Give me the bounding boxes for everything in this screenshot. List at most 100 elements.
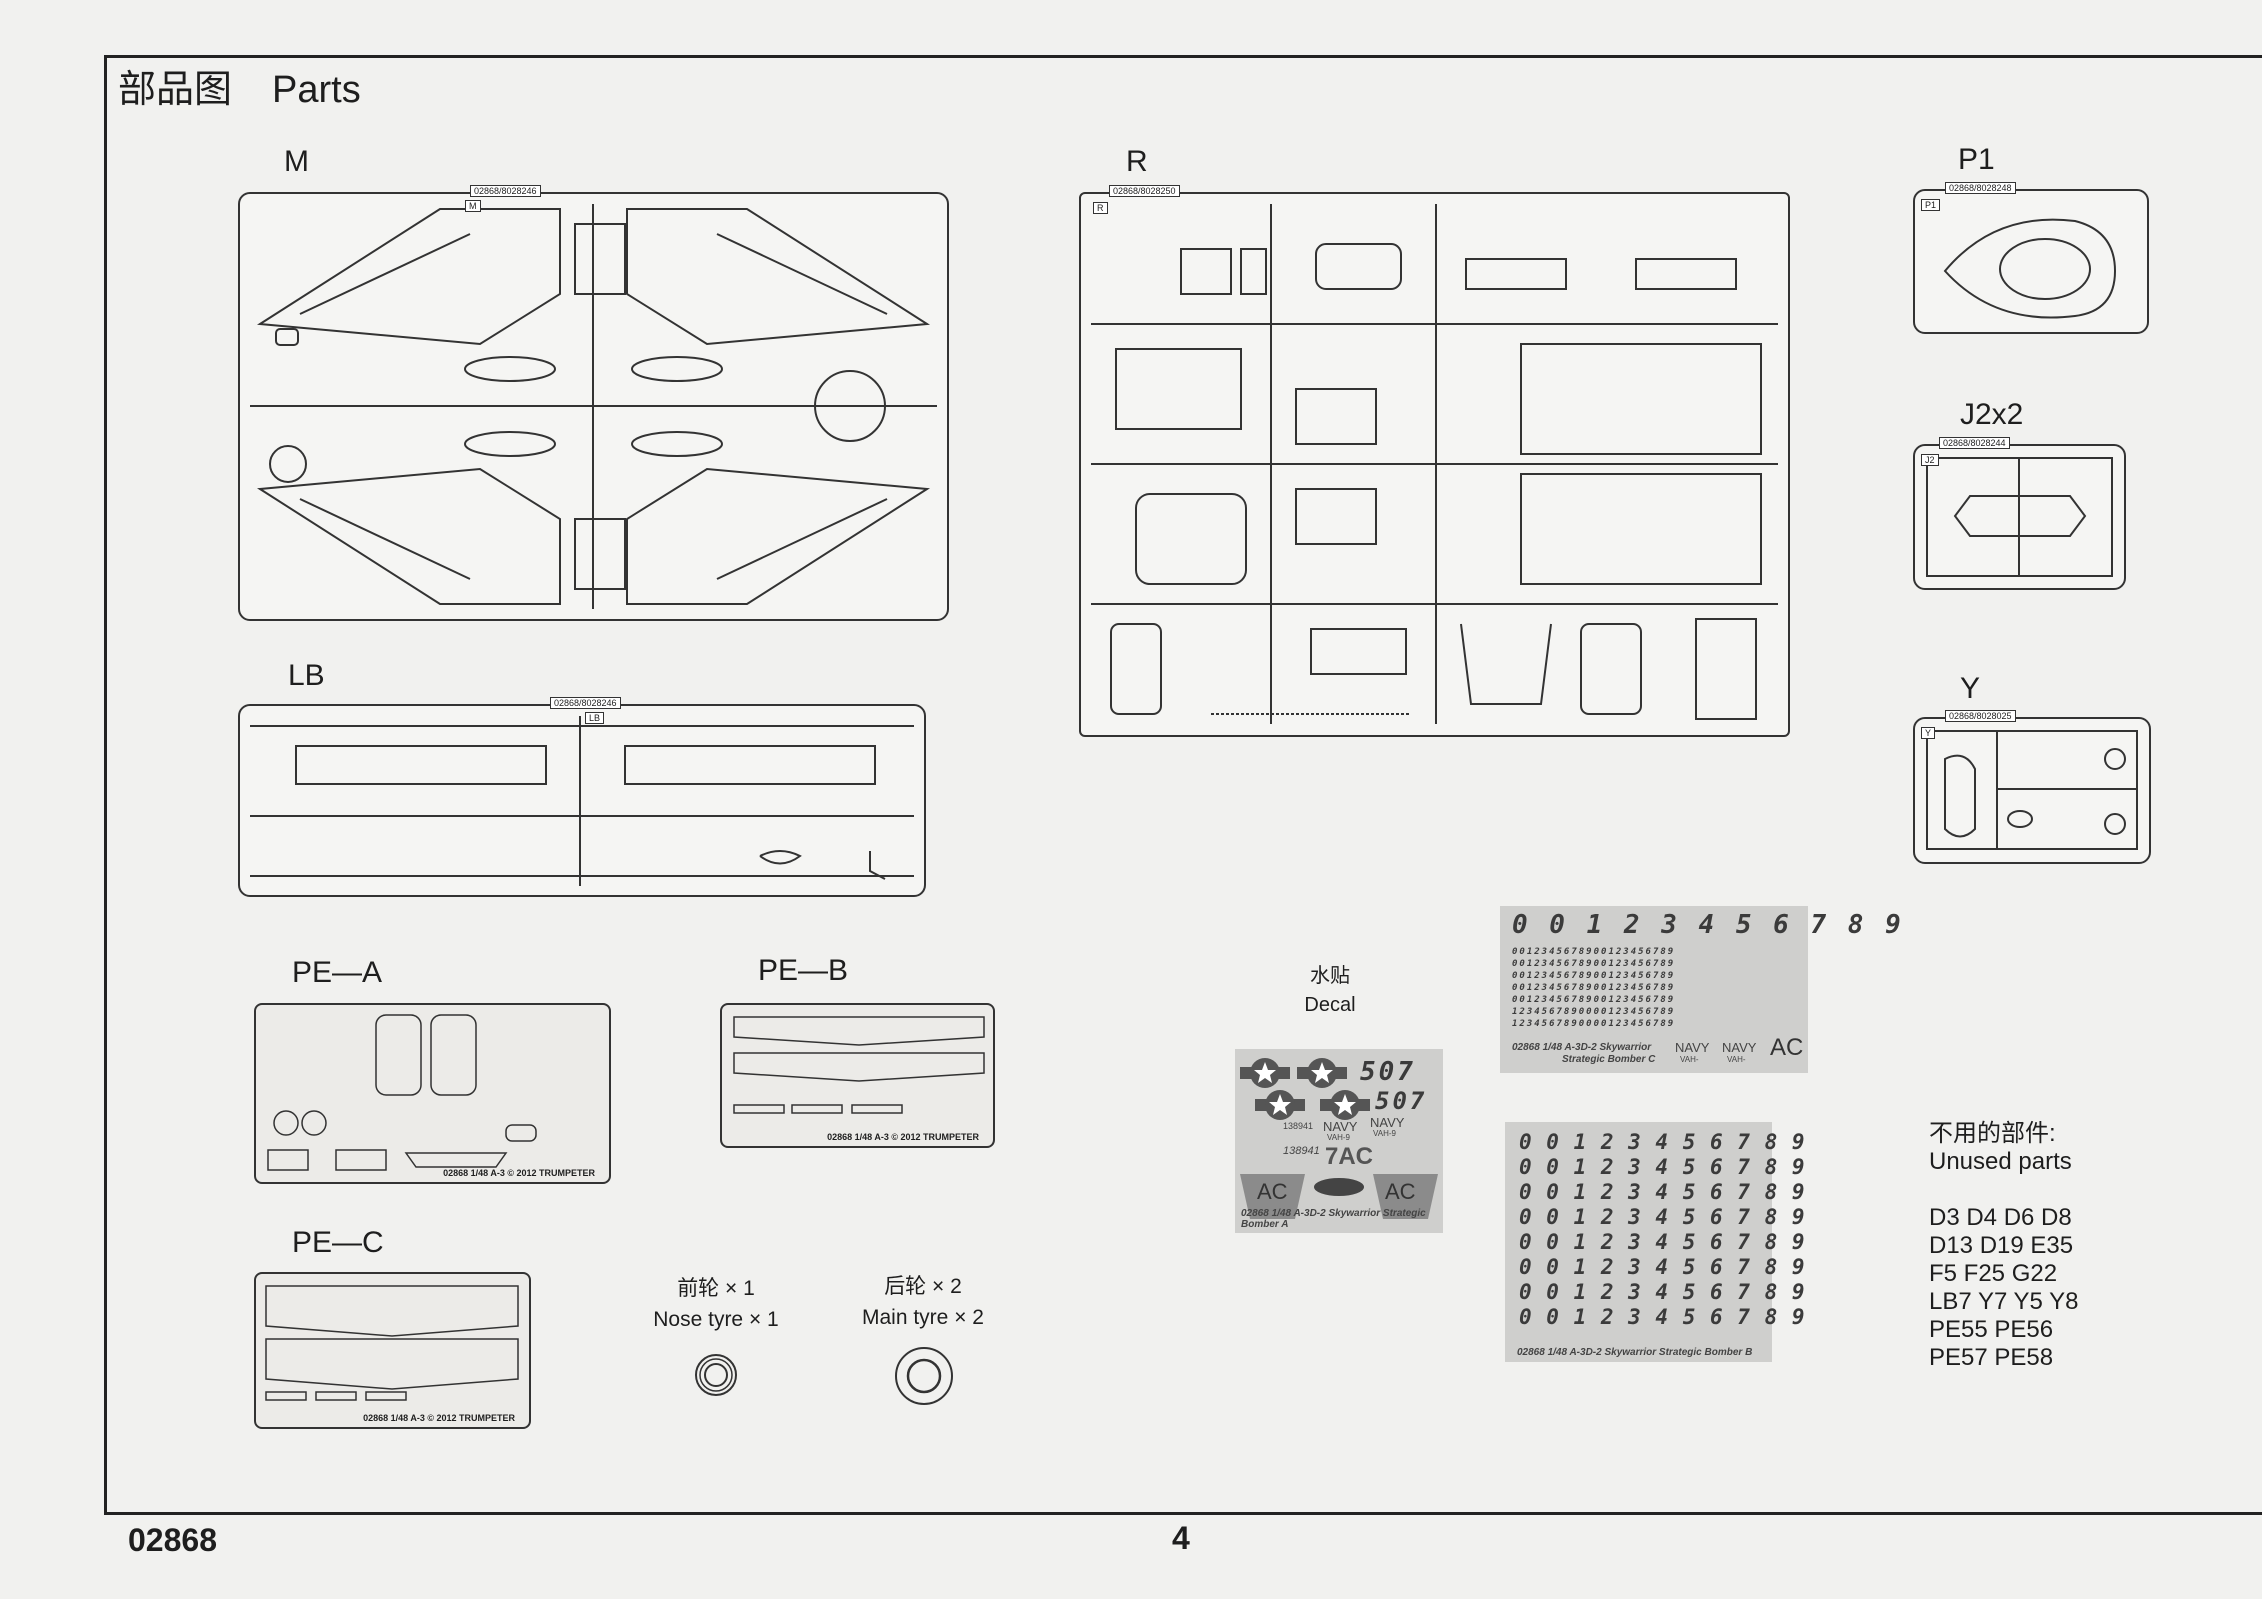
pe-b-drawing	[733, 1016, 985, 1114]
decal-c-squadron: VAH-	[1680, 1055, 1699, 1064]
decal-b-row: 0 0 1 2 3 4 5 6 7 8 9	[1519, 1205, 1806, 1229]
sprue-m-drawing	[250, 204, 937, 609]
decal-c-row: 1234567890000123456789	[1512, 1019, 1676, 1029]
decal-c-small-rows: 0012345678900123456789 00123456789001234…	[1512, 946, 1675, 1030]
sprue-j2-label: J2x2	[1960, 398, 2024, 431]
pe-a-fret: 02868 1/48 A-3 © 2012 TRUMPETER	[254, 1003, 611, 1184]
main-tyre-icon	[895, 1347, 953, 1405]
decal-b-row: 0 0 1 2 3 4 5 6 7 8 9	[1519, 1230, 1806, 1254]
decal-c-caption-1: 02868 1/48 A-3D-2 Skywarrior	[1512, 1042, 1652, 1053]
pe-a-label: PE—A	[292, 956, 383, 989]
decal-navy: NAVY	[1370, 1115, 1405, 1130]
sprue-y-code: 02868/8028025	[1945, 710, 2016, 722]
decal-b-row: 0 0 1 2 3 4 5 6 7 8 9	[1519, 1180, 1806, 1204]
decal-b-row: 0 0 1 2 3 4 5 6 7 8 9	[1519, 1305, 1806, 1329]
decal-navy: NAVY	[1323, 1119, 1358, 1134]
main-tyre-label-cn: 后轮 × 2	[884, 1275, 962, 1298]
decal-b-row: 0 0 1 2 3 4 5 6 7 8 9	[1519, 1155, 1806, 1179]
sprue-lb-code: 02868/8028246	[550, 697, 621, 709]
unused-line: PE55 PE56	[1929, 1316, 2054, 1343]
sprue-j2: 02868/8028244 J2	[1913, 437, 2126, 590]
decal-c-big-row: 0 0 1 2 3 4 5 6 7 8 9	[1512, 910, 1904, 940]
unused-line: D13 D19 E35	[1929, 1232, 2074, 1259]
pe-c-label: PE—C	[292, 1226, 384, 1259]
unused-line: LB7 Y7 Y5 Y8	[1929, 1288, 2079, 1315]
decal-b-rows: 0 0 1 2 3 4 5 6 7 8 9 0 0 1 2 3 4 5 6 7 …	[1519, 1130, 1806, 1330]
decal-c-row: 1234567890000123456789	[1512, 1007, 1676, 1017]
decal-code-507: 507	[1375, 1087, 1428, 1115]
unused-line: F5 F25 G22	[1929, 1260, 2058, 1287]
page-number: 4	[1172, 1520, 1190, 1556]
page-frame	[104, 55, 2262, 1515]
sprue-y-label: Y	[1960, 672, 1981, 705]
kit-number: 02868	[128, 1522, 217, 1558]
sprue-y-tag: Y	[1921, 727, 1936, 739]
decal-c-navy: NAVY	[1722, 1040, 1757, 1055]
pe-b-label: PE—B	[758, 954, 849, 987]
pe-c-caption: 02868 1/48 A-3 © 2012 TRUMPETER	[363, 1413, 515, 1423]
decal-c-navy: NAVY	[1675, 1040, 1710, 1055]
sprue-r-tag: R	[1093, 202, 1108, 214]
page-title: 部品图 Parts	[118, 58, 361, 113]
nose-tyre-icon	[695, 1354, 737, 1396]
decal-label-en: Decal	[1304, 994, 1356, 1016]
decal-c-caption-2: Strategic Bomber C	[1562, 1054, 1656, 1065]
pe-c-fret: 02868 1/48 A-3 © 2012 TRUMPETER	[254, 1272, 531, 1429]
decal-a-insignia	[1240, 1058, 1438, 1219]
sprue-lb-tag: LB	[585, 712, 605, 724]
decal-c-fin: AC	[1770, 1034, 1804, 1061]
sprue-p1-code: 02868/8028248	[1945, 182, 2016, 194]
unused-title-en: Unused parts	[1929, 1148, 2072, 1175]
decal-b-row: 0 0 1 2 3 4 5 6 7 8 9	[1519, 1280, 1806, 1304]
sprue-p1-label: P1	[1958, 143, 1995, 176]
decal-c-row: 0012345678900123456789	[1512, 947, 1676, 957]
sprue-p1-tag: P1	[1921, 199, 1941, 211]
sprue-p1: 02868/8028248 P1	[1913, 182, 2149, 334]
pe-a-caption: 02868 1/48 A-3 © 2012 TRUMPETER	[443, 1168, 595, 1178]
decal-c-row: 0012345678900123456789	[1512, 983, 1676, 993]
nose-tyre-label-en: Nose tyre × 1	[653, 1308, 779, 1331]
sprue-j2-drawing	[1926, 457, 2113, 577]
decal-b-row: 0 0 1 2 3 4 5 6 7 8 9	[1519, 1130, 1806, 1154]
decal-label-cn: 水贴	[1310, 965, 1350, 987]
pe-c-drawing	[265, 1285, 519, 1401]
sprue-lb: 02868/8028246 LB	[238, 697, 926, 897]
pe-b-fret: 02868 1/48 A-3 © 2012 TRUMPETER	[720, 1003, 995, 1148]
sprue-r: 02868/8028250 R	[1079, 185, 1790, 737]
decal-label: 水贴 Decal	[1280, 962, 1380, 1020]
sprue-m: 02868/8028246 M	[238, 185, 949, 621]
main-tyre-label-en: Main tyre × 2	[862, 1306, 984, 1329]
sprue-p1-drawing	[1943, 218, 2117, 319]
sprue-j2-code: 02868/8028244	[1939, 437, 2010, 449]
pe-a-drawing	[267, 1014, 537, 1171]
decal-squadron: VAH-9	[1327, 1133, 1350, 1142]
sprue-m-tag: M	[465, 200, 481, 212]
sprue-m-code: 02868/8028246	[470, 185, 541, 197]
unused-line: D3 D4 D6 D8	[1929, 1204, 2072, 1231]
decal-c-row: 0012345678900123456789	[1512, 971, 1676, 981]
decal-a-caption: 02868 1/48 A-3D-2 Skywarrior Strategic B…	[1241, 1208, 1426, 1230]
title-cn: 部品图	[118, 69, 233, 111]
sprue-r-code: 02868/8028250	[1109, 185, 1180, 197]
unused-parts: 不用的部件: Unused parts D3 D4 D6 D8 D13 D19 …	[1929, 1120, 2078, 1372]
decal-sheet-b: 0 0 1 2 3 4 5 6 7 8 9 0 0 1 2 3 4 5 6 7 …	[1505, 1122, 1805, 1362]
decal-code-507: 507	[1360, 1057, 1416, 1087]
decal-serial: 138941	[1283, 1121, 1314, 1131]
decal-sheet-c: 0 0 1 2 3 4 5 6 7 8 9 001234567890012345…	[1500, 906, 1901, 1073]
sprue-r-label: R	[1126, 145, 1148, 178]
decal-b-caption: 02868 1/48 A-3D-2 Skywarrior Strategic B…	[1517, 1347, 1753, 1358]
decal-c-row: 0012345678900123456789	[1512, 959, 1676, 969]
decal-tail-code: 7AC	[1325, 1143, 1374, 1170]
sprue-y: 02868/8028025 Y	[1913, 710, 2151, 864]
sprue-m-label: M	[284, 145, 309, 178]
decal-squadron: VAH-9	[1373, 1129, 1396, 1138]
decal-serial: 138941	[1283, 1145, 1320, 1157]
main-tyre-label: 后轮 × 2 Main tyre × 2	[793, 1270, 1053, 1330]
decal-b-row: 0 0 1 2 3 4 5 6 7 8 9	[1519, 1255, 1806, 1279]
nose-tyre-label: 前轮 × 1 Nose tyre × 1	[586, 1272, 846, 1332]
sprue-y-drawing	[1926, 730, 2138, 850]
title-en: Parts	[272, 69, 361, 111]
nose-tyre-label-cn: 前轮 × 1	[677, 1277, 755, 1300]
sprue-r-drawing	[1091, 204, 1778, 724]
sprue-j2-tag: J2	[1921, 454, 1939, 466]
